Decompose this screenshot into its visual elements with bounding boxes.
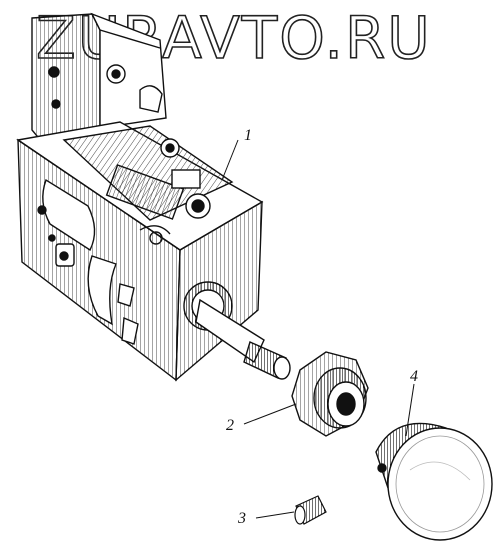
callout-1: 1 — [221, 127, 252, 181]
knob — [375, 422, 493, 541]
switch-shaft — [183, 281, 291, 380]
svg-text:2: 2 — [226, 417, 234, 434]
callout-2: 2 — [226, 403, 297, 434]
svg-text:4: 4 — [410, 368, 418, 385]
nut — [291, 351, 369, 437]
svg-text:1: 1 — [244, 127, 252, 144]
callout-3: 3 — [237, 510, 295, 527]
switch-body — [16, 12, 291, 382]
svg-text:3: 3 — [237, 510, 246, 527]
set-screw — [294, 495, 327, 525]
callout-4: 4 — [405, 368, 418, 437]
